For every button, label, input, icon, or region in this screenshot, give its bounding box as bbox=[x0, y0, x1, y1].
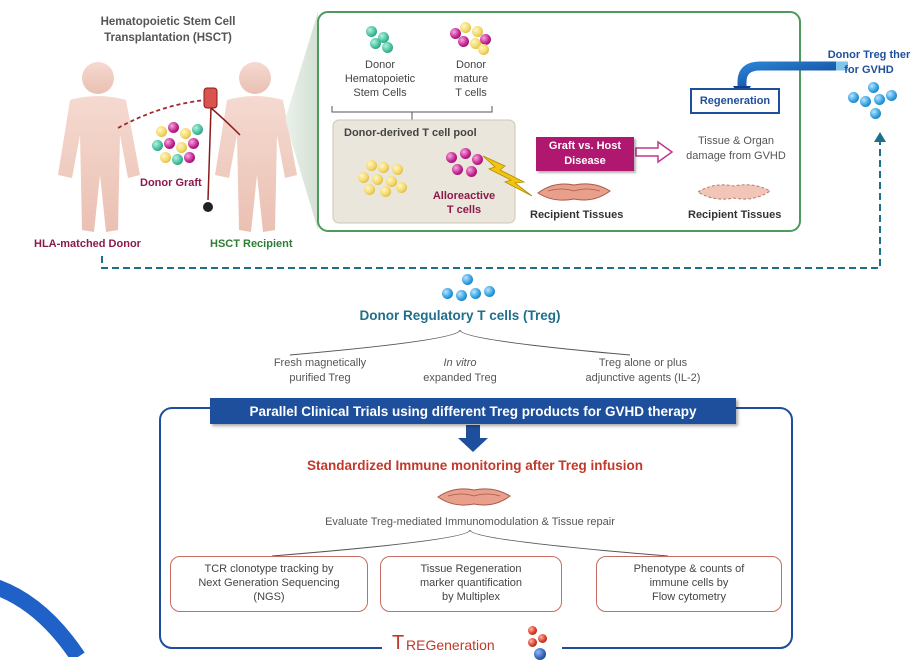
allo-line1: Alloreactive bbox=[432, 190, 496, 202]
opt3-line1: Treg alone or plus bbox=[598, 357, 688, 369]
opt2-line1: In vitro bbox=[443, 357, 477, 369]
recipient-silhouette bbox=[215, 62, 297, 232]
box2-line1: Tissue Regeneration bbox=[420, 563, 522, 576]
donor-graft-cells bbox=[148, 122, 208, 172]
treg-therapy-label: Donor Treg ther for GVHD bbox=[814, 48, 912, 78]
treg-therapy-line2: for GVHD bbox=[844, 64, 894, 76]
flow-cytometry-box: Phenotype & counts of immune cells by Fl… bbox=[596, 556, 782, 612]
stem-cells-line1: Donor bbox=[365, 59, 395, 71]
opt1-line2: purified Treg bbox=[289, 372, 351, 384]
treg-option-expanded: In vitro expanded Treg bbox=[400, 356, 520, 386]
mature-line2: mature bbox=[453, 73, 489, 85]
box3-line1: Phenotype & counts of bbox=[633, 563, 745, 576]
damage-line2: damage from GVHD bbox=[686, 150, 786, 162]
recipient-tissues-label-2: Recipient Tissues bbox=[688, 209, 782, 221]
mature-t-cells-label: Donor mature T cells bbox=[436, 58, 506, 100]
alloreactive-cell-cluster bbox=[442, 148, 486, 184]
opt1-line1: Fresh magnetically bbox=[273, 357, 367, 369]
opt3-line2: adjunctive agents (IL-2) bbox=[585, 372, 701, 384]
stem-cell-cluster bbox=[364, 24, 394, 53]
allo-line2: T cells bbox=[446, 204, 482, 216]
donor-silhouette bbox=[58, 62, 140, 232]
clinical-trials-banner: Parallel Clinical Trials using different… bbox=[210, 398, 736, 424]
tissue-damage-label: Tissue & Organ damage from GVHD bbox=[676, 134, 796, 164]
stem-cells-line2: Hematopoietic bbox=[344, 73, 416, 85]
damage-line1: Tissue & Organ bbox=[697, 135, 774, 147]
ngs-box: TCR clonotype tracking by Next Generatio… bbox=[170, 556, 368, 612]
opt2-line2: expanded Treg bbox=[423, 372, 497, 384]
alloreactive-label: Alloreactive T cells bbox=[416, 189, 512, 217]
monitoring-tissue bbox=[437, 488, 511, 506]
box2-line3: by Multiplex bbox=[441, 590, 501, 603]
hsct-title: Hematopoietic Stem Cell Transplantation … bbox=[88, 14, 248, 46]
logo-text: REGeneration bbox=[406, 637, 495, 653]
yellow-t-cells bbox=[352, 160, 412, 197]
treg-cell-cluster bbox=[440, 274, 496, 306]
treg-option-adjunct: Treg alone or plus adjunctive agents (IL… bbox=[558, 356, 728, 386]
t-cell-pool-title: Donor-derived T cell pool bbox=[344, 127, 477, 139]
box1-line1: TCR clonotype tracking by bbox=[204, 563, 334, 576]
stem-cells-line3: Stem Cells bbox=[353, 87, 407, 99]
hsct-title-line2: Transplantation (HSCT) bbox=[104, 32, 232, 44]
treg-title: Donor Regulatory T cells (Treg) bbox=[359, 308, 561, 323]
treg-therapy-cells bbox=[846, 82, 902, 122]
treg-option-fresh: Fresh magnetically purified Treg bbox=[250, 356, 390, 386]
box3-line3: Flow cytometry bbox=[652, 590, 726, 603]
box1-line3: (NGS) bbox=[253, 590, 285, 603]
gvhd-line2: Disease bbox=[564, 155, 606, 167]
tregeneration-logo: T REGeneration bbox=[382, 626, 562, 660]
recipient-label: HSCT Recipient bbox=[210, 238, 293, 250]
logo-initial: T bbox=[392, 632, 405, 654]
box1-line2: Next Generation Sequencing bbox=[198, 577, 340, 590]
evaluate-label: Evaluate Treg-mediated Immunomodulation … bbox=[325, 516, 615, 528]
mature-line1: Donor bbox=[456, 59, 486, 71]
mature-t-cell-cluster bbox=[448, 22, 492, 55]
treg-therapy-line1: Donor Treg ther bbox=[827, 49, 911, 61]
recipient-tissue-2 bbox=[697, 184, 771, 200]
hsct-title-line1: Hematopoietic Stem Cell bbox=[100, 16, 236, 28]
box3-line2: immune cells by bbox=[649, 577, 729, 590]
box2-line2: marker quantification bbox=[419, 577, 523, 590]
gvhd-box: Graft vs. Host Disease bbox=[536, 137, 634, 171]
stem-cells-label: Donor Hematopoietic Stem Cells bbox=[332, 58, 428, 100]
multiplex-box: Tissue Regeneration marker quantificatio… bbox=[380, 556, 562, 612]
hla-donor-label: HLA-matched Donor bbox=[34, 238, 141, 250]
donor-graft-label: Donor Graft bbox=[140, 177, 202, 189]
gvhd-line1: Graft vs. Host bbox=[548, 140, 622, 152]
mature-line3: T cells bbox=[455, 87, 487, 99]
recipient-tissue-1 bbox=[537, 183, 611, 201]
regeneration-box: Regeneration bbox=[690, 88, 780, 114]
immune-monitoring-title: Standardized Immune monitoring after Tre… bbox=[306, 458, 644, 473]
recipient-tissues-label-1: Recipient Tissues bbox=[530, 209, 624, 221]
